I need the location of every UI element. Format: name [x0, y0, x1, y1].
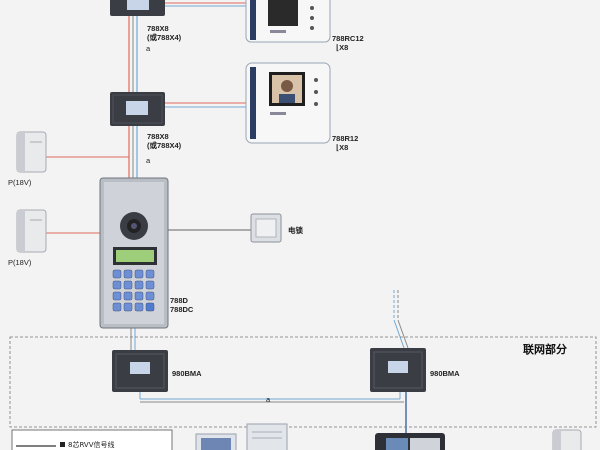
- keypad-key: [145, 269, 155, 279]
- keypad-key: [134, 302, 144, 312]
- electric-lock: [250, 213, 282, 243]
- riser-line-mark-a-top: a: [146, 44, 151, 53]
- door-station-keypad: [112, 269, 155, 312]
- power-supply-1: [16, 131, 47, 173]
- power-supply-1-label: P(18V): [8, 178, 32, 187]
- door-station-panel: [99, 177, 169, 329]
- keypad-key: [112, 269, 122, 279]
- keypad-key: [145, 302, 155, 312]
- video-monitor-2: [245, 62, 331, 144]
- keypad-key: [112, 280, 122, 290]
- keypad-key: [134, 280, 144, 290]
- riser-module-top: [110, 0, 165, 16]
- riser-module-mid-label: 788X8 (或788X4): [147, 132, 182, 150]
- keypad-key: [112, 291, 122, 301]
- monitor-cables: [165, 2, 246, 108]
- keypad-key: [123, 291, 133, 301]
- video-monitor-2-label: 788R12 ⌊X8: [332, 134, 359, 152]
- keypad-key: [123, 269, 133, 279]
- riser-cables: [128, 0, 138, 180]
- electric-lock-label: 电锁: [288, 226, 303, 235]
- management-computer: [195, 423, 288, 450]
- video-monitor-1-label: 788RC12 ⌊X8: [332, 34, 364, 52]
- power-supply-3: [552, 429, 582, 450]
- keypad-key: [134, 269, 144, 279]
- riser-module-top-label: 788X8 (或788X4): [147, 24, 182, 42]
- management-monitor: [375, 433, 445, 450]
- riser-module-mid: [110, 92, 165, 126]
- door-to-network-cables: [130, 328, 136, 352]
- keypad-key: [145, 280, 155, 290]
- network-module-left-label: 980BMA: [172, 369, 202, 378]
- riser-line-mark-a-mid: a: [146, 156, 151, 165]
- keypad-key: [145, 291, 155, 301]
- power-cables: [46, 156, 129, 234]
- network-module-left: [112, 350, 168, 392]
- network-section-title: 联网部分: [523, 343, 567, 356]
- legend-box: [11, 429, 173, 450]
- legend-entry-text: 8芯RVV信号线: [68, 441, 115, 449]
- network-section-boundary: [9, 336, 597, 428]
- door-station-label: 788D 788DC: [170, 296, 194, 314]
- keypad-key: [134, 291, 144, 301]
- network-module-right-label: 980BMA: [430, 369, 460, 378]
- power-supply-2: [16, 209, 47, 253]
- network-bus: [139, 290, 409, 440]
- keypad-key: [112, 302, 122, 312]
- power-supply-2-label: P(18V): [8, 258, 32, 267]
- video-monitor-1: [245, 0, 331, 43]
- keypad-key: [123, 302, 133, 312]
- bus-line-mark-a: a: [266, 395, 271, 404]
- network-module-right: [370, 348, 426, 392]
- keypad-key: [123, 280, 133, 290]
